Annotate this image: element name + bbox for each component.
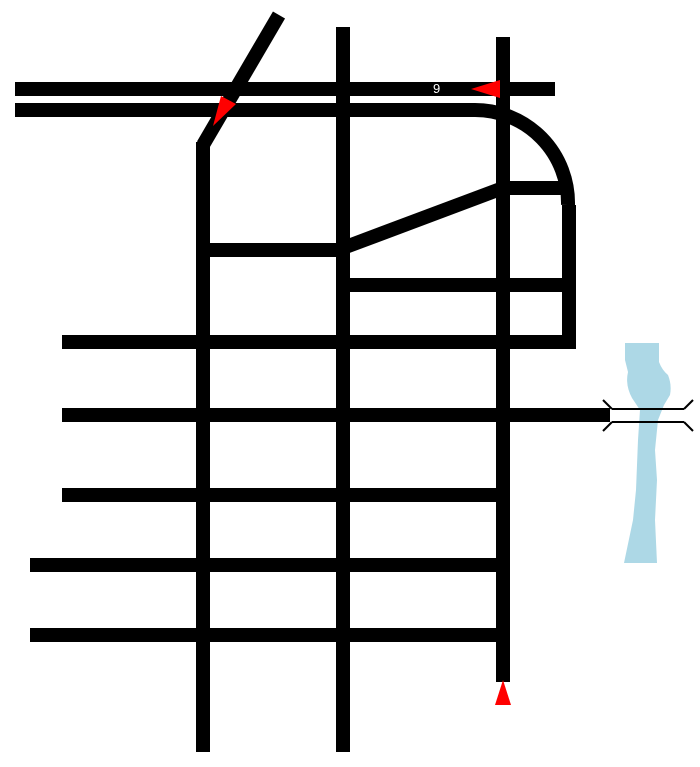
red-triangle-marker-up xyxy=(495,680,511,705)
road-curve-northeast xyxy=(470,103,576,206)
horizontal-roads xyxy=(15,82,610,642)
diagonal-roads xyxy=(196,11,506,255)
vertical-roads xyxy=(196,27,576,752)
river xyxy=(624,343,671,563)
marker-label: 9 xyxy=(433,81,440,96)
red-triangle-marker-left xyxy=(471,80,500,98)
red-triangle-marker-diagonal xyxy=(213,96,236,126)
road-diagonal-top xyxy=(196,11,286,149)
bridge-icon xyxy=(602,399,694,432)
road-diagonal-middle xyxy=(340,181,506,255)
